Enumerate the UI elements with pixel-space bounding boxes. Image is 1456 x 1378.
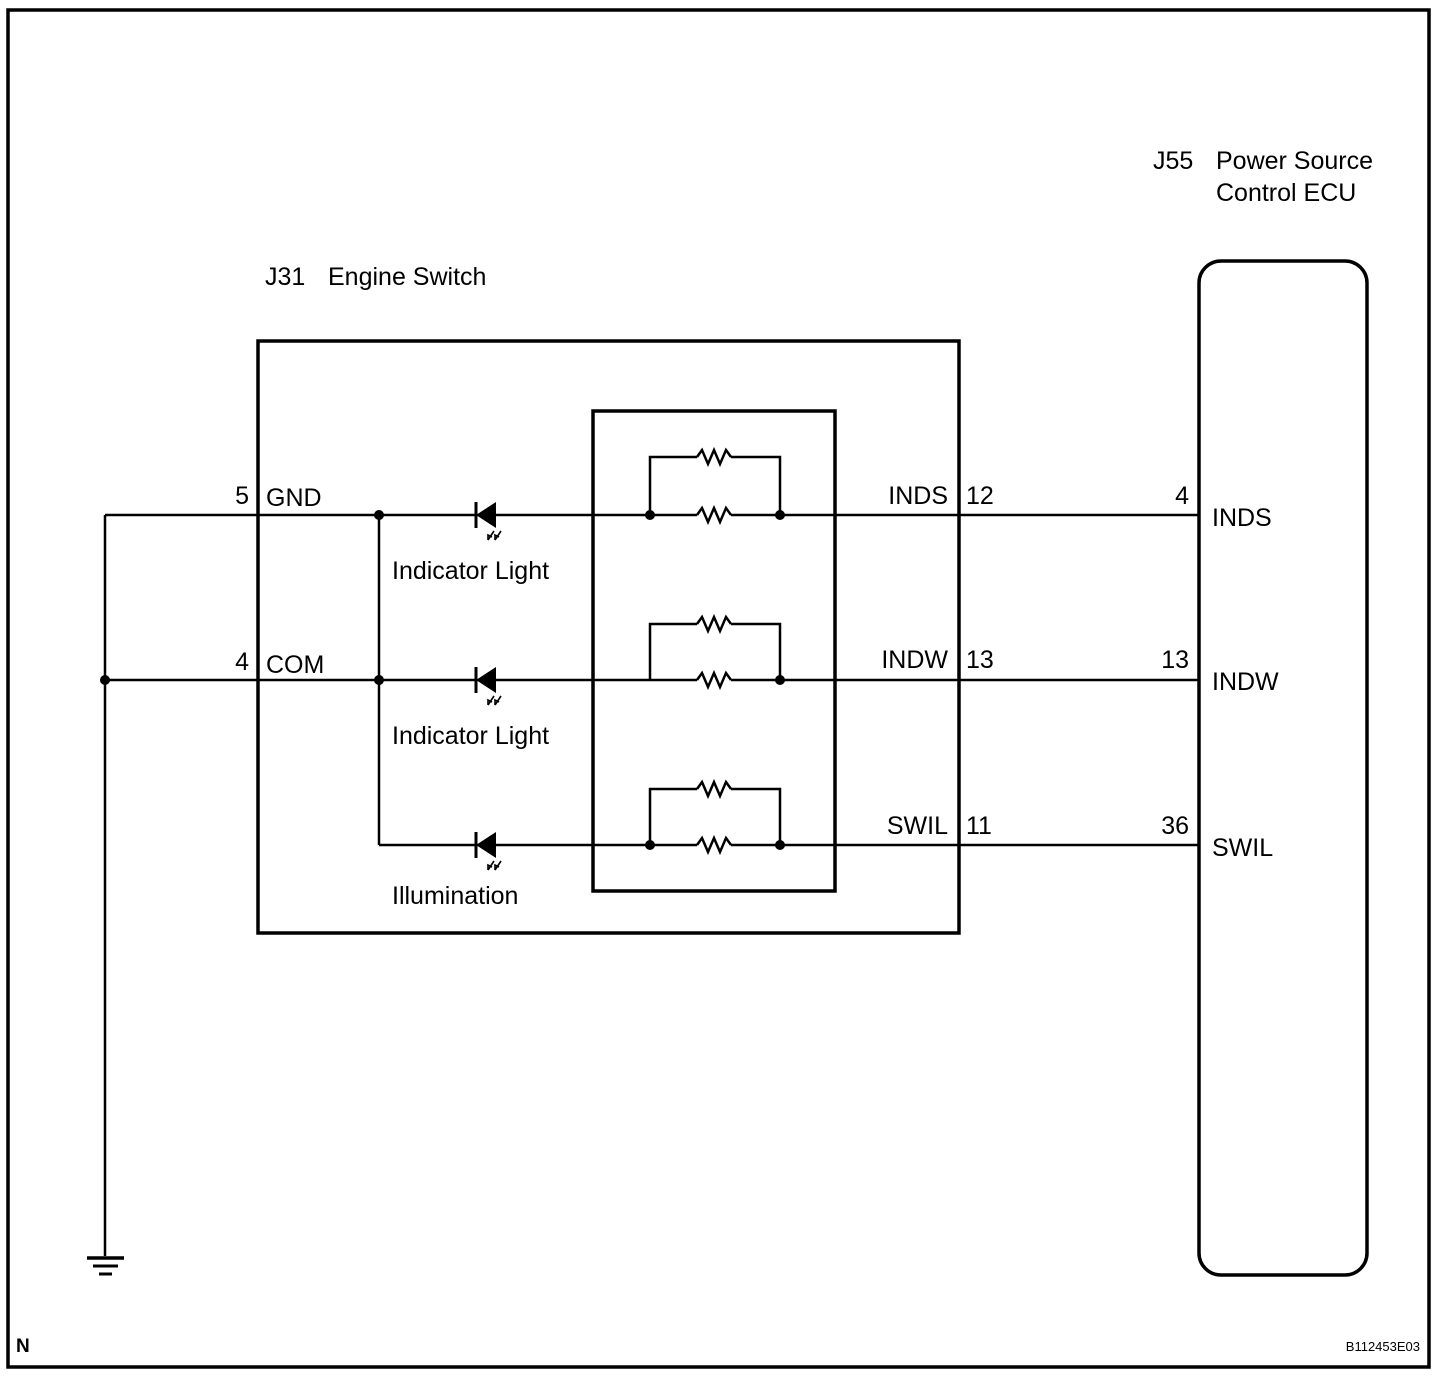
- circuit-row-indw: [474, 615, 1199, 706]
- internal-bus: [258, 510, 476, 847]
- circuit-row-swil: [474, 780, 1199, 871]
- ecu-connector-id: J55: [1153, 147, 1193, 175]
- pin-inds-label: INDS: [888, 482, 948, 510]
- figure-code: B112453E03: [1346, 1339, 1420, 1354]
- switch-name: Engine Switch: [328, 263, 486, 291]
- pin-gnd-label: GND: [266, 484, 322, 512]
- corner-mark: N: [16, 1336, 30, 1357]
- ground-icon: [87, 1256, 124, 1276]
- indicator-light-label-1: Indicator Light: [392, 557, 549, 585]
- pin-indw-number: 13: [966, 646, 994, 674]
- ecu-pin-indw-label: INDW: [1212, 668, 1279, 696]
- pin-swil-number: 11: [966, 812, 992, 840]
- pin-inds-number: 12: [966, 482, 994, 510]
- indicator-light-label-2: Indicator Light: [392, 722, 549, 750]
- pin-com-number: 4: [235, 648, 249, 676]
- outer-frame: [6, 8, 1431, 1369]
- ecu-name-line2: Control ECU: [1216, 179, 1356, 207]
- ecu-name-line1: Power Source: [1216, 147, 1373, 175]
- ecu-pin-swil-number: 36: [1161, 812, 1189, 840]
- ecu-pin-inds-label: INDS: [1212, 504, 1272, 532]
- ecu-box: [1197, 259, 1369, 1277]
- switch-connector-id: J31: [265, 263, 305, 291]
- circuit-row-inds: [474, 448, 1199, 541]
- ecu-pin-indw-number: 13: [1161, 646, 1189, 674]
- pin-gnd-number: 5: [235, 482, 249, 510]
- engine-switch-box: [256, 339, 961, 935]
- pin-indw-label: INDW: [881, 646, 948, 674]
- ground-wire: [100, 513, 258, 1256]
- ecu-pin-inds-number: 4: [1175, 482, 1189, 510]
- resistor-network-box: [591, 409, 837, 893]
- pin-swil-label: SWIL: [887, 812, 948, 840]
- ecu-pin-swil-label: SWIL: [1212, 834, 1273, 862]
- illumination-label: Illumination: [392, 882, 518, 910]
- pin-com-label: COM: [266, 651, 324, 679]
